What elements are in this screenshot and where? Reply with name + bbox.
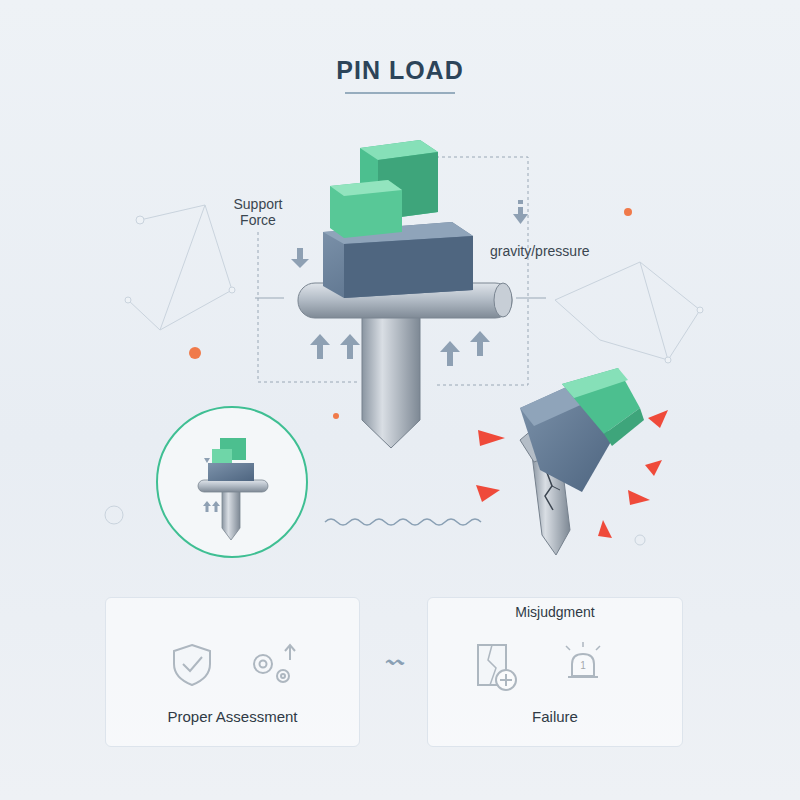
inset-circle — [203, 458, 220, 512]
network-decoration — [136, 216, 144, 224]
force-arrow — [291, 259, 309, 268]
inset-circle — [208, 463, 254, 481]
broken-pin — [552, 486, 560, 490]
force-arrow — [513, 214, 528, 224]
force-label: Support Force — [220, 196, 296, 228]
force-arrow — [518, 207, 523, 215]
tilde-separator: 〰 — [385, 651, 405, 672]
force-arrow — [317, 345, 323, 359]
panel-label: Proper Assessment — [106, 708, 359, 725]
pin — [494, 283, 512, 317]
force-arrow — [310, 334, 330, 345]
broken-pin — [604, 408, 644, 446]
inset-circle — [206, 506, 209, 512]
accent-dot — [624, 208, 632, 216]
pin — [298, 283, 512, 448]
impact-spark — [598, 520, 612, 538]
slate-block — [344, 236, 473, 298]
network-decoration — [229, 287, 235, 293]
inset-circle — [203, 501, 211, 506]
accent-dot — [189, 347, 201, 359]
network-decoration — [105, 506, 123, 524]
accent-dot — [333, 413, 339, 419]
network-decoration — [128, 205, 232, 330]
broken-pin — [562, 368, 628, 398]
panel-box: Proper Assessment — [105, 597, 360, 747]
force-arrow — [518, 200, 523, 204]
inset-circle — [204, 458, 210, 463]
inset-circle — [215, 506, 218, 512]
impact-spark — [476, 410, 668, 538]
impact-spark — [476, 485, 500, 502]
network-decoration — [665, 357, 671, 363]
force-arrow — [477, 342, 483, 356]
network-decoration — [160, 205, 205, 330]
network-decoration — [125, 297, 131, 303]
inset-circle — [157, 407, 307, 557]
network-decoration — [635, 535, 645, 545]
dashed-guide — [255, 298, 284, 299]
inset-circle — [198, 480, 268, 492]
pin — [362, 308, 420, 448]
panel-box: MisjudgmentFailure — [427, 597, 683, 747]
inset-circle — [212, 449, 232, 463]
impact-spark — [648, 410, 668, 428]
title: PIN LOAD — [200, 56, 600, 85]
green-block — [330, 140, 438, 238]
green-block — [330, 180, 402, 238]
network-decoration — [555, 262, 700, 360]
inset-circle — [222, 486, 240, 540]
wavy-line — [325, 519, 481, 525]
force-label: gravity/pressure — [490, 243, 620, 259]
force-arrow — [340, 334, 360, 345]
force-arrow — [297, 248, 303, 260]
impact-spark — [478, 430, 505, 446]
force-arrow — [440, 341, 460, 352]
network-decoration — [697, 307, 703, 313]
impact-spark — [645, 460, 662, 476]
network-decoration — [640, 262, 668, 360]
green-block — [330, 180, 402, 196]
broken-pin — [520, 368, 644, 555]
force-arrow — [447, 352, 453, 366]
impact-spark — [628, 490, 650, 505]
inset-circle — [157, 407, 307, 557]
title-underline — [345, 92, 455, 94]
panel-heading: Misjudgment — [428, 604, 682, 620]
force-arrow — [470, 331, 490, 342]
force-arrow — [291, 200, 528, 366]
inset-circle — [212, 501, 220, 506]
panel-label: Failure — [428, 708, 682, 725]
force-arrow — [347, 345, 353, 359]
dashed-guide — [516, 298, 546, 299]
